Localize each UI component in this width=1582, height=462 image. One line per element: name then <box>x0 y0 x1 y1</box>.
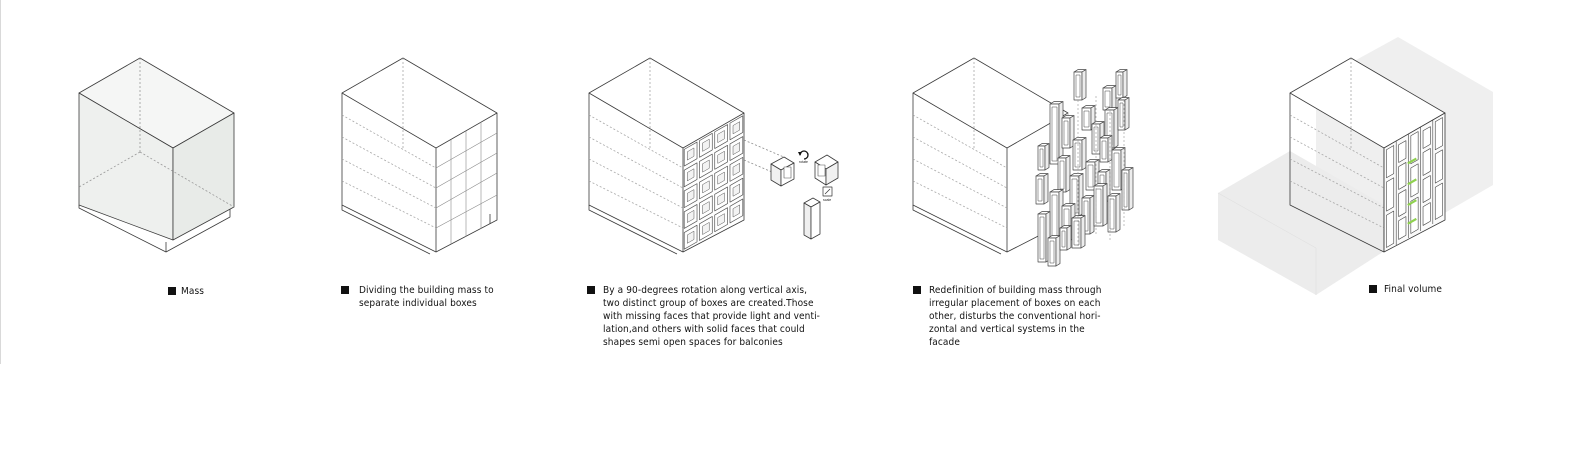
caption-dividing: Dividing the building mass to separate i… <box>341 284 511 310</box>
step-3-rotated-boxes <box>588 57 839 255</box>
bullet-icon <box>1369 285 1377 293</box>
caption-dividing-text: Dividing the building mass to separate i… <box>359 285 494 309</box>
bullet-icon <box>913 286 921 294</box>
step-4-exploded-facade <box>912 57 1134 267</box>
scale-annotation: scale <box>823 198 831 202</box>
bullet-icon <box>168 287 176 295</box>
step-5-final-volume <box>1217 37 1493 295</box>
caption-mass-text: Mass <box>181 286 205 297</box>
bullet-icon <box>587 286 595 294</box>
caption-rotation-text: By a 90-degrees rotation along vertical … <box>603 285 821 348</box>
bullet-icon <box>341 286 349 294</box>
step-1-mass-volume <box>78 57 235 253</box>
caption-final-volume: Final volume <box>1369 283 1459 296</box>
caption-redefinition: Redefinition of building mass through ir… <box>913 284 1123 349</box>
caption-rotation: By a 90-degrees rotation along vertical … <box>587 284 827 349</box>
caption-final-volume-text: Final volume <box>1384 284 1443 295</box>
caption-redefinition-text: Redefinition of building mass through ir… <box>929 285 1102 348</box>
step-2-divided-volume <box>341 57 498 255</box>
left-divider <box>0 0 1 364</box>
caption-mass: Mass <box>168 285 228 298</box>
rotate-annotation: rotate <box>799 160 808 164</box>
